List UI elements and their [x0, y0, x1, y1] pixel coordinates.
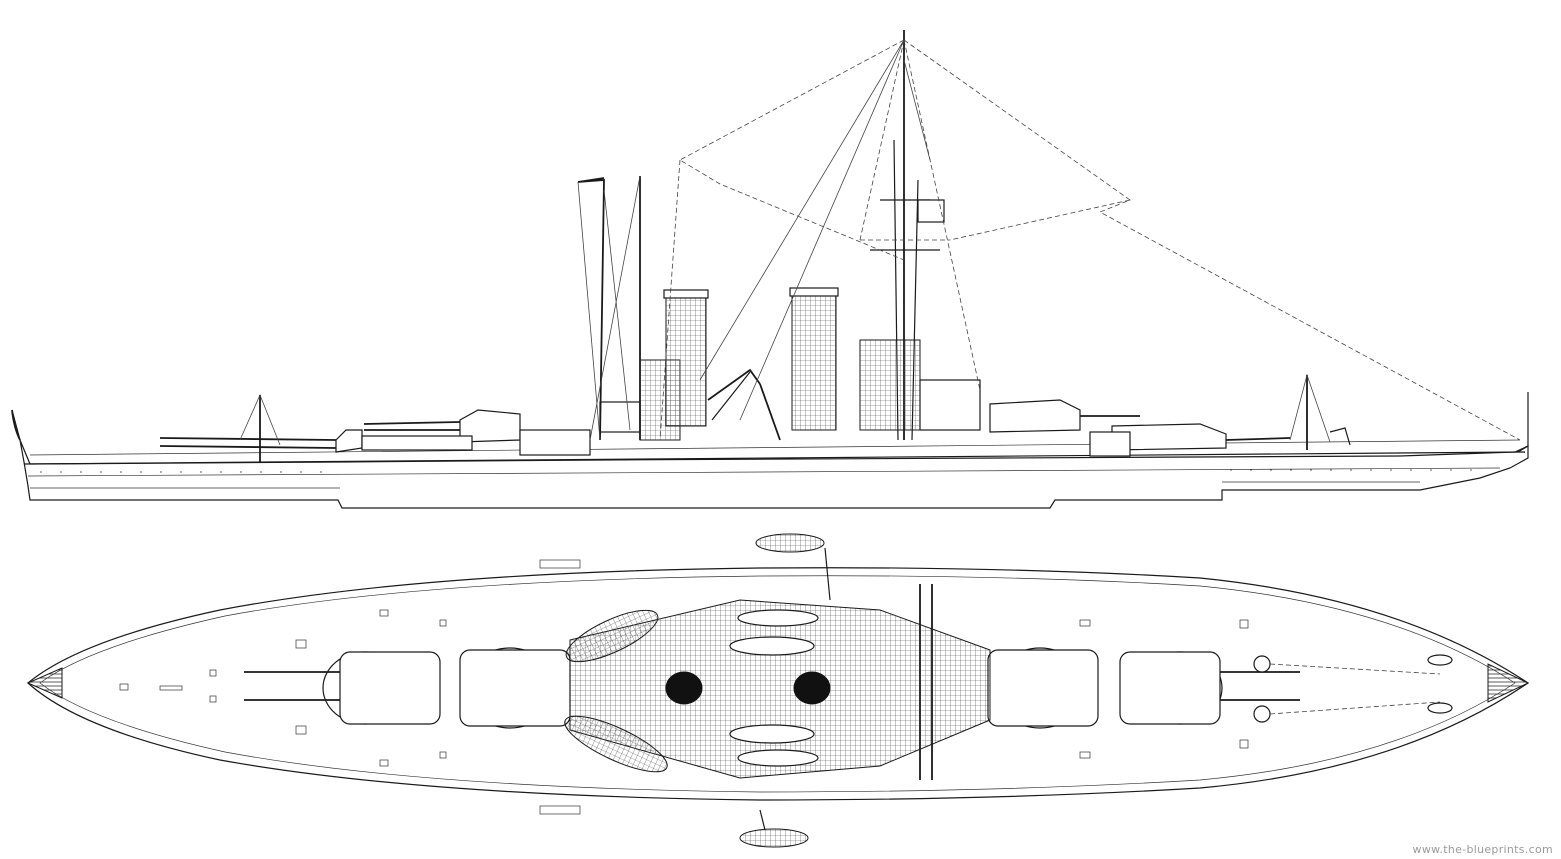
side-profile-view — [11, 30, 1529, 509]
top-plan-view — [26, 533, 1530, 848]
funnel-aft — [791, 289, 837, 431]
turret-c-side — [989, 399, 1081, 433]
plan-boat-outboard-top — [755, 533, 825, 553]
watermark: www.the-blueprints.com — [1412, 843, 1553, 856]
side-hull — [11, 409, 1529, 509]
plan-deck-fittings — [119, 559, 1249, 815]
plan-boat-2 — [564, 715, 668, 773]
side-portholes — [40, 469, 1472, 473]
side-rigging — [659, 39, 1521, 441]
turret-a-side — [335, 429, 363, 453]
plan-funnel-forward — [665, 671, 703, 705]
plan-boat-outboard-bottom — [739, 828, 809, 848]
foremast — [577, 177, 605, 441]
plan-boat-1 — [565, 609, 659, 663]
plan-turrets — [244, 647, 1300, 729]
funnel-forward — [665, 291, 707, 427]
plan-funnel-aft — [793, 671, 831, 705]
